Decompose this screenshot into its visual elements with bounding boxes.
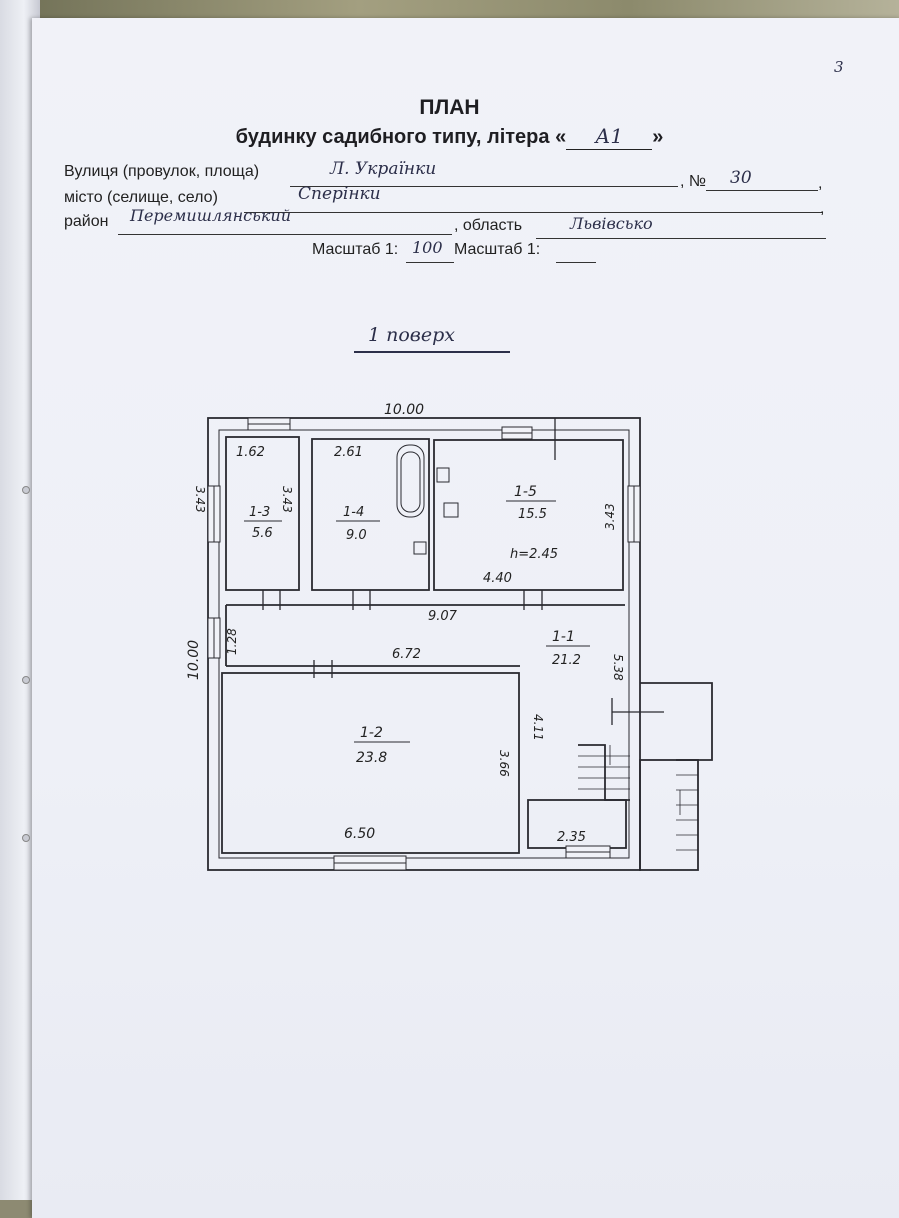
binding-hole [22,834,30,842]
floor-label: 1 поверх [368,324,455,346]
street-label: Вулиця (провулок, площа) [64,163,260,180]
district-label: район [64,213,109,230]
dim-1-28: 1.28 [225,628,239,655]
dim-5-38: 5.38 [611,654,625,681]
number-label: , № [680,173,707,190]
dim-2-61: 2.61 [334,445,363,460]
doors [262,418,664,725]
dim-3-43-b: 3.43 [280,486,294,513]
dim-6-50: 6.50 [344,826,375,842]
document-sheet [32,18,899,1218]
dim-4-40: 4.40 [483,571,512,586]
windows [207,417,641,871]
room-1-5-area: 15.5 [518,507,547,522]
dim-4-11: 4.11 [531,714,545,741]
page-subtitle: будинку садибного типу, літера « А1 » [0,124,899,150]
scale-value-1: 100 [412,238,443,257]
fixtures [396,444,459,555]
city-underline [244,212,822,213]
comma: , [818,175,823,192]
room-1-3-id: 1-3 [249,505,270,520]
room-1-2-id: 1-2 [360,725,383,741]
district-underline [118,234,452,235]
room-1-4-wall [311,438,430,591]
street-underline [290,186,678,187]
region-underline [536,238,826,239]
number-value: 30 [730,168,752,188]
dim-3-66: 3.66 [497,750,511,777]
district-value: Перемишлянський [130,206,292,225]
dim-9-07: 9.07 [428,609,458,624]
ceiling-height: h=2.45 [510,547,558,562]
subtitle-suffix: » [652,126,664,148]
litera-field: А1 [566,124,653,150]
dim-overall-width: 10.00 [384,402,424,418]
subtitle-prefix: будинку садибного типу, літера « [235,126,567,148]
porch-stairs [639,759,699,871]
scale-label-2: Масштаб 1: [454,241,541,258]
dim-overall-height: 10.00 [186,640,202,680]
room-1-5-id: 1-5 [514,484,537,500]
dim-6-72: 6.72 [392,647,421,662]
dim-3-43-c: 3.43 [603,503,617,530]
room-1-5-wall [433,439,624,591]
fraction-lines [244,500,590,743]
room-1-3-area: 5.6 [252,526,273,541]
city-value: Сперінки [298,184,381,204]
binding-hole [22,486,30,494]
binding-hole [22,676,30,684]
room-1-1-id: 1-1 [552,629,575,645]
stair-treads [578,745,698,851]
comma: , [820,200,825,217]
room-1-2-wall [221,672,520,854]
room-1-1-area: 21.2 [552,653,581,668]
scale-label-1: Масштаб 1: [312,241,399,258]
region-value: Львівсько [570,214,653,233]
room-1-2-area: 23.8 [356,750,387,766]
floor-underline [354,351,510,353]
litera-value: А1 [595,124,624,148]
number-underline [706,190,818,191]
scale-underline-1 [406,262,454,263]
dim-2-35: 2.35 [557,830,586,845]
page-title: ПЛАН [419,96,480,119]
room-1-4-area: 9.0 [346,528,367,543]
city-label: місто (селище, село) [64,189,218,206]
dim-3-43-a: 3.43 [193,486,207,513]
street-value: Л. Українки [330,159,437,179]
scale-underline-2 [556,262,596,263]
page-number: 3 [834,58,844,76]
room-1-4-id: 1-4 [343,505,364,520]
dim-1-62: 1.62 [236,445,265,460]
region-label: , область [454,217,523,234]
